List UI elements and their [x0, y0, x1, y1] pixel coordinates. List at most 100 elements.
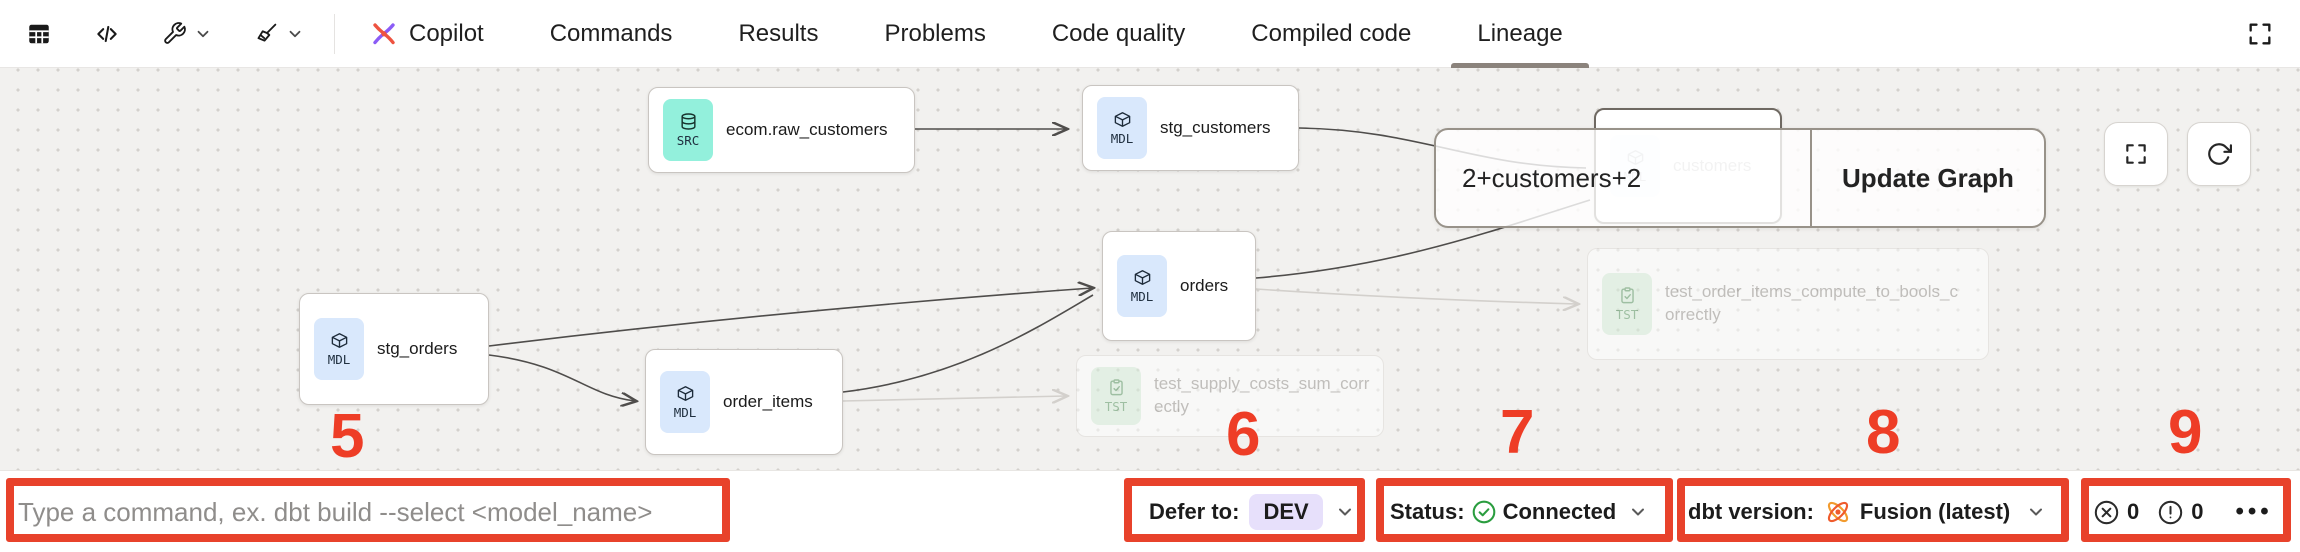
- model-badge: MDL: [660, 371, 710, 433]
- node-label: test_order_items_compute_to_bools_correc…: [1665, 282, 1958, 324]
- bottom-bar: Defer to: DEV Status: Connected dbt vers…: [0, 470, 2300, 552]
- error-count: 0: [2127, 499, 2140, 524]
- tab-commands[interactable]: Commands: [550, 0, 673, 68]
- more-menu-button[interactable]: •••: [2235, 498, 2273, 525]
- node-stg-orders[interactable]: MDL stg_orders: [299, 293, 489, 405]
- cube-icon: [1134, 270, 1150, 285]
- tab-compiled-code[interactable]: Compiled code: [1251, 0, 1411, 68]
- edge-stg-orders-to-orders: [488, 288, 1092, 347]
- selector-divider: [1810, 130, 1812, 226]
- chevron-down-icon: [2026, 502, 2046, 522]
- tab-label: Commands: [549, 19, 673, 47]
- tab-label: Results: [738, 19, 819, 47]
- toolbar-divider: [334, 13, 335, 54]
- copilot-logo-icon: [373, 22, 395, 44]
- edge-stg-orders-to-order-items: [488, 354, 635, 401]
- node-ecom-raw-customers[interactable]: SRC ecom.raw_customers: [648, 87, 915, 173]
- node-label: test_supply_costs_sum_correctly: [1154, 374, 1370, 416]
- lineage-selector-bar: 2+customers+2 Update Graph: [1434, 128, 2046, 228]
- tab-lineage[interactable]: Lineage: [1451, 0, 1590, 68]
- tab-label: Code quality: [1051, 19, 1186, 47]
- status-connected-icon: [1471, 499, 1497, 525]
- edge-order-items-to-test-supply: [842, 396, 1066, 401]
- table-preview-icon[interactable]: [26, 21, 52, 47]
- chevron-down-icon: [197, 30, 209, 37]
- tab-label: Lineage: [1477, 19, 1563, 47]
- model-badge: MDL: [1097, 97, 1147, 159]
- dbt-version-value: Fusion (latest): [1859, 499, 2011, 524]
- error-count-icon[interactable]: [2093, 499, 2120, 526]
- command-input[interactable]: [18, 471, 718, 552]
- fullscreen-icon[interactable]: [2246, 20, 2274, 48]
- edge-orders-to-test-order-items: [1255, 288, 1577, 304]
- chevron-down-icon: [1628, 502, 1648, 522]
- tab-results[interactable]: Results: [738, 0, 818, 68]
- status-label: Status:: [1390, 499, 1465, 524]
- fit-view-icon: [2126, 144, 2146, 164]
- tab-problems[interactable]: Problems: [884, 0, 985, 68]
- badge-label: MDL: [673, 405, 697, 420]
- cube-icon: [331, 333, 347, 348]
- clipboard-check-icon: [1620, 287, 1634, 304]
- node-test-supply-costs-sum-correctly[interactable]: TST test_supply_costs_sum_correctly: [1076, 355, 1384, 437]
- build-tools-dropdown[interactable]: [162, 21, 212, 46]
- tab-label: Compiled code: [1251, 19, 1412, 47]
- warning-count-icon[interactable]: [2157, 499, 2184, 526]
- editor-tool-group: [26, 21, 304, 47]
- warning-count: 0: [2191, 499, 2204, 524]
- badge-label: TST: [1615, 307, 1639, 322]
- refresh-icon: [2208, 143, 2232, 165]
- wrench-icon: [164, 22, 186, 44]
- fusion-logo-icon: [1823, 497, 1853, 527]
- defer-to-dropdown[interactable]: Defer to: DEV: [1149, 471, 1355, 552]
- model-badge: MDL: [314, 318, 364, 380]
- badge-label: TST: [1104, 399, 1128, 414]
- status-dropdown[interactable]: Status: Connected: [1390, 471, 1648, 552]
- badge-label: MDL: [1130, 289, 1154, 304]
- defer-env-pill: DEV: [1249, 494, 1323, 530]
- edge-order-items-to-orders: [842, 294, 1094, 393]
- panel-tabs: Copilot Commands Results Problems Code q…: [369, 0, 1590, 68]
- dbt-version-label: dbt version:: [1688, 499, 1814, 524]
- tab-label: Copilot: [409, 19, 484, 47]
- lineage-canvas[interactable]: SRC ecom.raw_customers MDL stg_customers…: [0, 68, 2300, 470]
- toolbar-right: [2246, 20, 2274, 48]
- chevron-down-icon: [1335, 502, 1355, 522]
- clipboard-check-icon: [1109, 379, 1123, 396]
- node-label: orders: [1180, 276, 1229, 295]
- top-toolbar: Copilot Commands Results Problems Code q…: [0, 0, 2300, 68]
- test-badge: TST: [1602, 273, 1652, 335]
- code-icon[interactable]: [94, 21, 120, 47]
- database-icon: [680, 113, 696, 130]
- node-label: order_items: [723, 392, 813, 411]
- refresh-graph-button[interactable]: [2187, 122, 2251, 186]
- fit-view-button[interactable]: [2104, 122, 2168, 186]
- badge-label: SRC: [676, 133, 700, 148]
- problem-counts: 0 0 •••: [2093, 471, 2273, 552]
- status-value: Connected: [1502, 499, 1617, 524]
- node-stg-customers[interactable]: MDL stg_customers: [1082, 85, 1299, 171]
- cleanup-dropdown[interactable]: [254, 21, 304, 46]
- lineage-edges: [488, 68, 1591, 470]
- node-label: ecom.raw_customers: [726, 120, 888, 139]
- broom-icon: [257, 23, 277, 42]
- node-label: stg_customers: [1160, 118, 1271, 137]
- lineage-selector-input[interactable]: 2+customers+2: [1462, 162, 1642, 193]
- node-label: stg_orders: [377, 339, 458, 358]
- model-badge: MDL: [1117, 255, 1167, 317]
- node-test-order-items-compute-to-bools-correctly[interactable]: TST test_order_items_compute_to_bools_co…: [1587, 248, 1989, 360]
- tab-code-quality[interactable]: Code quality: [1052, 0, 1185, 68]
- tab-label: Problems: [884, 19, 986, 47]
- tab-copilot[interactable]: Copilot: [369, 0, 484, 68]
- dbt-version-dropdown[interactable]: dbt version: Fusion (latest): [1688, 471, 2046, 552]
- update-graph-button[interactable]: Update Graph: [1842, 162, 2014, 193]
- node-order-items[interactable]: MDL order_items: [645, 349, 843, 455]
- badge-label: MDL: [1110, 131, 1134, 146]
- source-badge: SRC: [663, 99, 713, 161]
- chevron-down-icon: [289, 30, 301, 37]
- node-orders[interactable]: MDL orders: [1102, 231, 1256, 341]
- defer-to-label: Defer to:: [1149, 499, 1240, 524]
- badge-label: MDL: [327, 352, 351, 367]
- test-badge: TST: [1091, 367, 1141, 425]
